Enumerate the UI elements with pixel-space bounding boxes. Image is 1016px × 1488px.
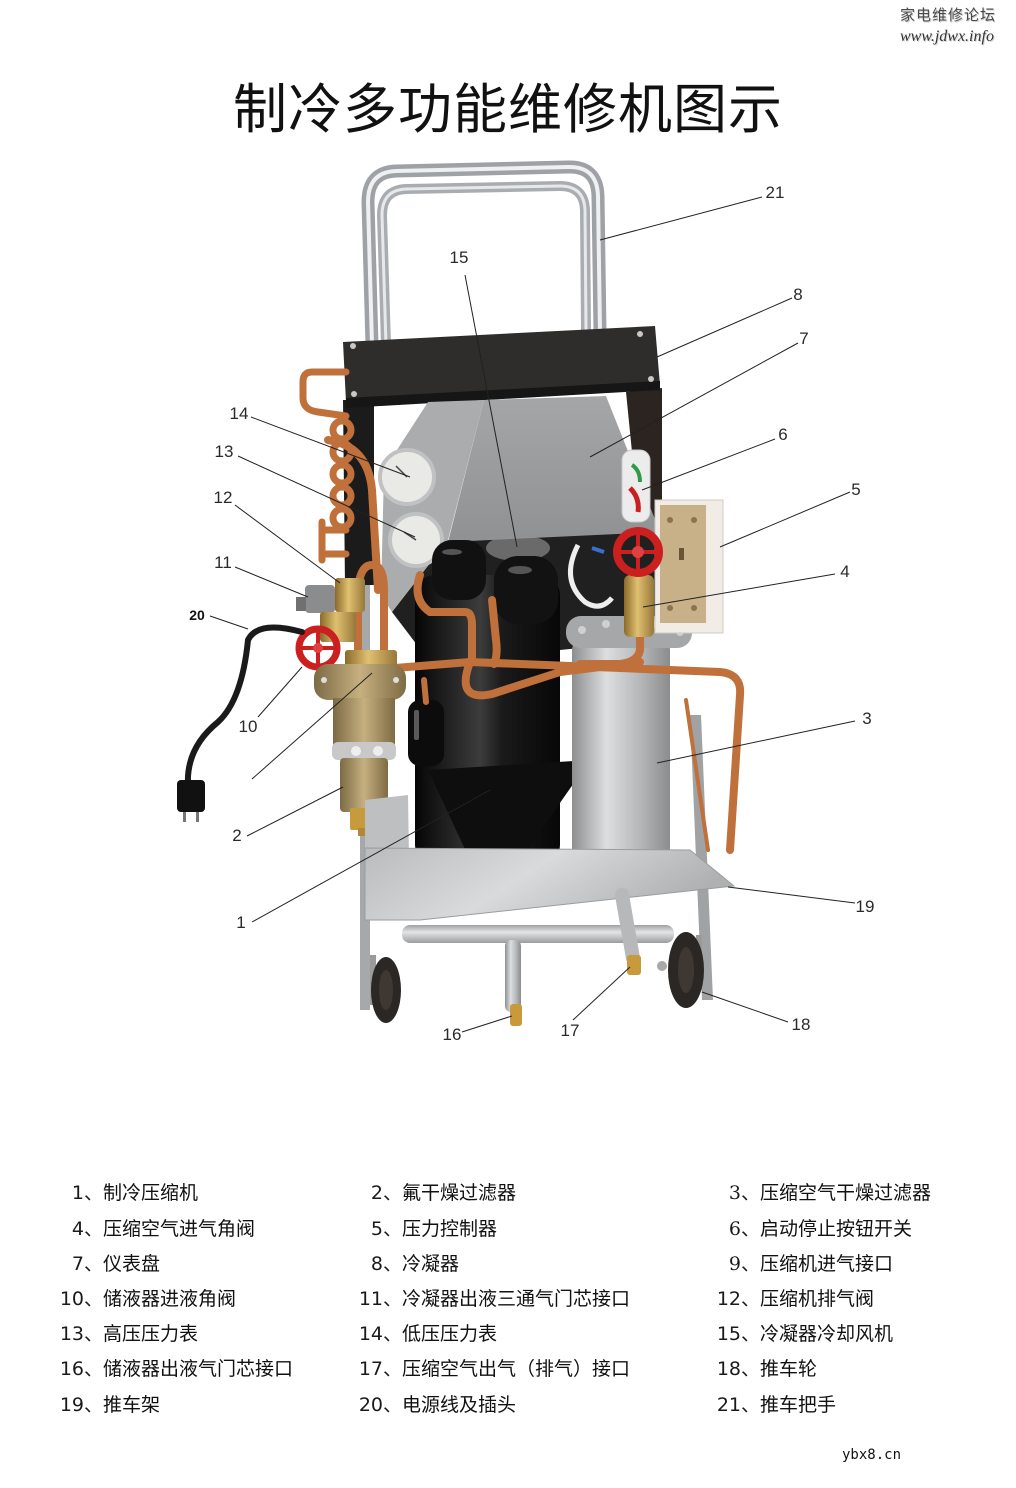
legend-item: 15、冷凝器冷却风机 bbox=[716, 1323, 894, 1345]
air-drying-filter bbox=[566, 616, 692, 866]
watermark-site-url: www.jdwx.info bbox=[900, 28, 994, 45]
instrument-panel bbox=[378, 396, 660, 612]
cooling-fan bbox=[486, 535, 550, 561]
legend-item: 11、冷凝器出液三通气门芯接口 bbox=[358, 1288, 631, 1310]
callout-7: 7 bbox=[799, 329, 809, 348]
legend-item: 3、压缩空气干燥过滤器 bbox=[728, 1182, 932, 1204]
legend-item: 20、电源线及插头 bbox=[358, 1394, 517, 1416]
legend-item: 1、制冷压缩机 bbox=[71, 1182, 199, 1204]
legend-item: 4、压缩空气进气角阀 bbox=[71, 1218, 256, 1240]
compressor bbox=[415, 540, 590, 884]
callout-21: 21 bbox=[765, 183, 785, 202]
air-inlet-angle-valve bbox=[613, 527, 663, 637]
callout-5: 5 bbox=[851, 480, 861, 499]
callout-19: 19 bbox=[855, 897, 875, 916]
watermark-top: 家电维修论坛 www.jdwx.info bbox=[900, 4, 1016, 46]
legend-item: 5、压力控制器 bbox=[370, 1218, 498, 1240]
callout-3: 3 bbox=[862, 709, 872, 728]
legend-item: 16、储液器出液气门芯接口 bbox=[59, 1358, 294, 1380]
legend-item: 14、低压压力表 bbox=[358, 1323, 498, 1345]
legend-item: 7、仪表盘 bbox=[71, 1253, 161, 1275]
watermark-bottom: ybx8.cn bbox=[842, 1447, 902, 1463]
callout-11: 11 bbox=[214, 553, 232, 572]
legend-item: 10、储液器进液角阀 bbox=[59, 1288, 237, 1310]
air-outlet-port bbox=[627, 955, 641, 975]
callout-17: 17 bbox=[560, 1021, 580, 1040]
callout-18: 18 bbox=[791, 1015, 811, 1034]
callout-4: 4 bbox=[840, 562, 850, 581]
callout-1: 1 bbox=[236, 913, 246, 932]
legend-item: 2、氟干燥过滤器 bbox=[370, 1182, 517, 1204]
callout-12: 12 bbox=[213, 488, 233, 507]
callout-6: 6 bbox=[778, 425, 788, 444]
low-pressure-gauge bbox=[378, 448, 436, 506]
legend-item: 9、压缩机进气接口 bbox=[728, 1253, 894, 1275]
callout-8: 8 bbox=[793, 285, 803, 304]
copper-piping bbox=[354, 560, 745, 854]
page-title: 制冷多功能维修机图示 bbox=[233, 78, 783, 141]
legend-item: 19、推车架 bbox=[59, 1394, 161, 1416]
legend-item: 8、冷凝器 bbox=[370, 1253, 460, 1275]
receiver-outlet-port bbox=[510, 1004, 522, 1026]
callout-16: 16 bbox=[442, 1025, 462, 1044]
accumulator bbox=[408, 700, 444, 766]
legend-item: 18、推车轮 bbox=[716, 1358, 818, 1380]
callout-10: 10 bbox=[238, 717, 258, 736]
legend-item: 21、推车把手 bbox=[716, 1394, 837, 1416]
plug bbox=[177, 780, 205, 812]
legend-item: 12、压缩机排气阀 bbox=[716, 1288, 875, 1310]
machine-illustration bbox=[177, 160, 856, 1033]
cart-frame bbox=[364, 795, 736, 1012]
pressure-controller bbox=[654, 499, 724, 634]
callout-15: 15 bbox=[449, 248, 469, 267]
legend-item: 6、启动停止按钮开关 bbox=[728, 1218, 913, 1240]
fluorine-drying-filter bbox=[314, 650, 406, 836]
cart-wheels bbox=[370, 932, 704, 1023]
callout-2: 2 bbox=[232, 826, 242, 845]
condenser bbox=[343, 326, 662, 585]
wiring bbox=[567, 543, 614, 609]
callout-13: 13 bbox=[214, 442, 234, 461]
watermark-site-name: 家电维修论坛 bbox=[900, 6, 997, 24]
legend-item: 13、高压压力表 bbox=[59, 1323, 199, 1345]
power-cord bbox=[177, 624, 305, 822]
high-pressure-gauge bbox=[388, 512, 444, 568]
receiver-inlet-valve bbox=[295, 625, 341, 671]
callout-line-unlabeled bbox=[251, 672, 373, 780]
cart-handle bbox=[361, 160, 607, 346]
callout-lines bbox=[209, 196, 856, 1033]
start-stop-switch bbox=[621, 449, 651, 523]
callout-14: 14 bbox=[229, 404, 249, 423]
legend-item: 17、压缩空气出气（排气）接口 bbox=[358, 1358, 631, 1380]
discharge-valve-assembly bbox=[296, 578, 365, 642]
wire-blue bbox=[591, 546, 605, 554]
callout-20: 20 bbox=[189, 607, 205, 623]
